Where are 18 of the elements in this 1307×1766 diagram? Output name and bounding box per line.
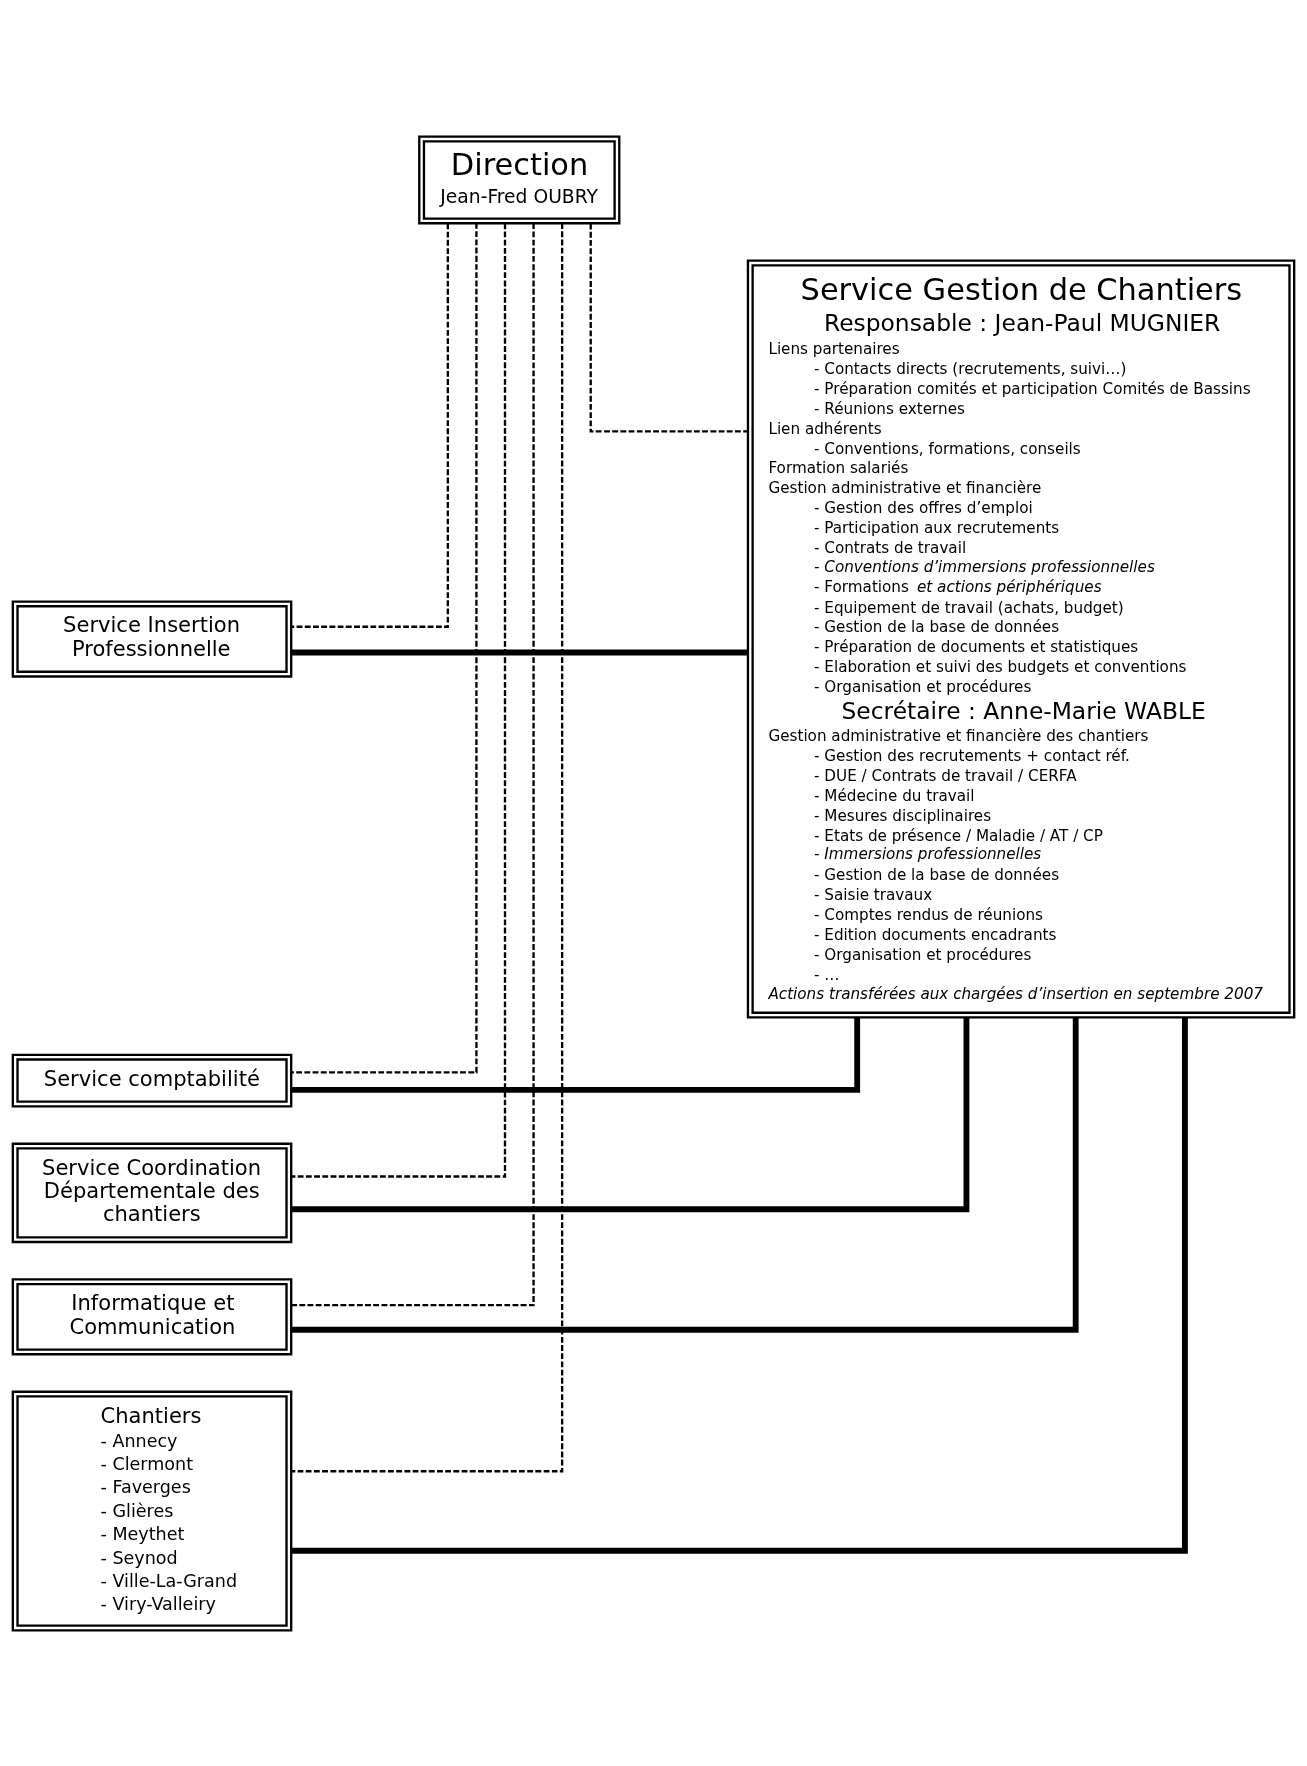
node-box: Service Gestion de Chantiers Responsable : Jean-Paul MUGNIER Liens partenaires - Contacts directs (recrutements, suivi…) - Préparation comités et participation Comités de Bassins - Réunions externes Lien adhérents - Conventions, formations, conseils Formation salariés Gestion administrative et financière - Gestion des offres d’emploi - Participation aux recrutements - Contrats de travail - Conventions d’immersions professionnelles - Formations et actions périphériques - Equipement de travail (achats, budget) - Gestion de la base de données - Préparation de documents et statistiques - Elaboration et suivi des budgets et conventions - Organisation et procédures Secrétaire : Anne-Marie WABLE Gestion administrative et financière des chantiers - Gestion des recrutements + contact réf. - DUE / Contrats de travail / CERFA - Médecine du travail - Mesures disciplinaires - Etats de présence / Maladie / AT / CP - Immersions professionnelles - Gestion de la base de données - Saisie travaux - Comptes rendus de réunions - Edition documents encadrants - Organisation et procédures - … Actions transférées aux chargées d’insertion en septembre 2007	[746, 259, 1296, 1019]
connector	[291, 649, 748, 655]
node-box: Service Coordination Départementale des chantiers	[11, 1142, 293, 1243]
connector	[291, 222, 564, 1472]
node-box: Chantiers - Annecy - Clermont - Faverges - Glières - Meythet - Seynod - Ville-La-Grand - Viry-Valleiry	[11, 1390, 293, 1631]
connector	[291, 1017, 861, 1093]
node-box: Service Insertion Professionnelle	[11, 599, 293, 678]
connector	[291, 1016, 1188, 1554]
connector	[589, 223, 748, 433]
node-box: Informatique et Communication	[11, 1277, 293, 1355]
connector	[291, 222, 507, 1178]
connector	[291, 1017, 970, 1212]
connector	[291, 223, 450, 628]
connector	[291, 222, 535, 1306]
connector	[291, 222, 478, 1074]
node-box: Service comptabilité	[11, 1053, 293, 1107]
node-box: Direction Jean-Fred OUBRY	[418, 135, 621, 224]
connector	[291, 1017, 1079, 1333]
